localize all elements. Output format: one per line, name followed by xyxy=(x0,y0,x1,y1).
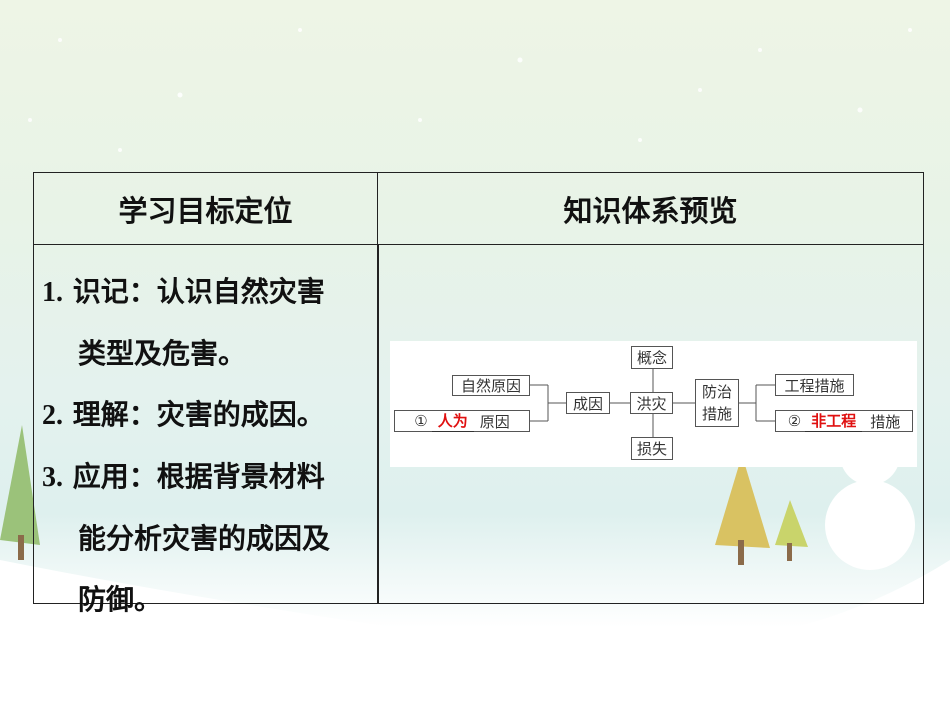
prevention-line-2: 措施 xyxy=(701,405,732,423)
header-learning-objectives: 学习目标定位 xyxy=(34,173,378,245)
objective-3: 3. 应用：根据背景材料 xyxy=(42,446,372,508)
objective-1: 1. 识记：认识自然灾害 xyxy=(42,261,372,323)
box-human-cause: ① 人为 原因 xyxy=(394,410,530,432)
column-divider xyxy=(377,245,379,603)
tree-left xyxy=(0,425,40,560)
prevention-line-1: 防治 xyxy=(701,383,732,401)
nonengineering-suffix: 措施 xyxy=(870,412,901,431)
objective-1-number: 1. xyxy=(42,277,63,308)
box-nonengineering-measures: ② 非工程 措施 xyxy=(775,410,913,432)
box-concept: 概念 xyxy=(631,346,673,369)
box-flood: 洪灾 xyxy=(630,392,673,414)
box-cause: 成因 xyxy=(566,392,610,414)
box-engineering-measures: 工程措施 xyxy=(775,374,854,396)
nonengineering-answer: 非工程 xyxy=(805,410,863,432)
human-cause-answer: 人为 xyxy=(431,410,474,432)
objective-3-number: 3. xyxy=(42,462,63,493)
objective-3-continued: 能分析灾害的成因及 xyxy=(78,522,331,555)
box-loss: 损失 xyxy=(631,437,673,460)
flood-knowledge-diagram: 自然原因 ① 人为 原因 成因 洪灾 概念 损失 防治 措施 工程措施 ② 非工… xyxy=(390,341,917,467)
objective-3-continued-2: 防御。 xyxy=(78,583,163,616)
diagram-connectors xyxy=(530,369,775,437)
slide-table: 学习目标定位 知识体系预览 1. 识记：认识自然灾害 类型及危害。 2. 理解：… xyxy=(33,172,924,616)
human-cause-suffix: 原因 xyxy=(479,412,510,431)
box-prevention: 防治 措施 xyxy=(695,379,739,427)
header-knowledge-overview: 知识体系预览 xyxy=(378,173,923,245)
human-cause-number: ① xyxy=(414,412,428,430)
tree-right xyxy=(715,455,808,565)
objective-3-text: 应用：根据背景材料 xyxy=(72,460,325,493)
objective-1-text: 识记：认识自然灾害 xyxy=(72,275,325,308)
objective-2-number: 2. xyxy=(42,400,63,431)
nonengineering-number: ② xyxy=(787,412,802,430)
objective-2-text: 理解：灾害的成因。 xyxy=(72,398,325,431)
objective-2: 2. 理解：灾害的成因。 xyxy=(42,384,372,446)
box-natural-cause: 自然原因 xyxy=(452,375,530,396)
objectives-list: 1. 识记：认识自然灾害 类型及危害。 2. 理解：灾害的成因。 3. 应用：根… xyxy=(42,261,372,630)
objective-1-continued: 类型及危害。 xyxy=(78,337,247,370)
